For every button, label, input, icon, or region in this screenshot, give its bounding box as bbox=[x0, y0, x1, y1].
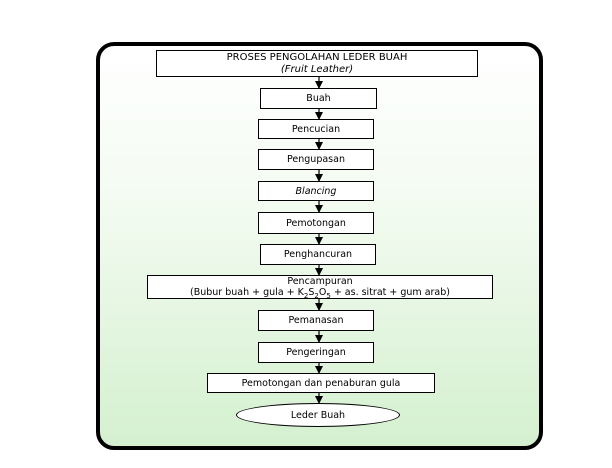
step-pengeringan: Pengeringan bbox=[258, 342, 374, 363]
step-pencucian-label: Pencucian bbox=[291, 123, 341, 135]
title-subtitle: (Fruit Leather) bbox=[280, 63, 354, 75]
step-pencucian: Pencucian bbox=[258, 119, 374, 139]
step-leder-buah: Leder Buah bbox=[236, 403, 400, 427]
step-pemanasan-label: Pemanasan bbox=[288, 315, 344, 326]
step-buah: Buah bbox=[260, 88, 377, 109]
step-pengupasan: Pengupasan bbox=[258, 149, 374, 170]
step-pengeringan-label: Pengeringan bbox=[286, 347, 346, 358]
diagram-title: PROSES PENGOLAHAN LEDER BUAH (Fruit Leat… bbox=[156, 50, 478, 77]
step-leder-buah-label: Leder Buah bbox=[290, 409, 346, 421]
step-penghancuran: Penghancuran bbox=[260, 244, 376, 265]
step-pemotongan: Pemotongan bbox=[258, 212, 374, 234]
step-pencampuran: Pencampuran (Bubur buah + gula + K2S2O5 … bbox=[147, 275, 493, 299]
title-main: PROSES PENGOLAHAN LEDER BUAH bbox=[226, 51, 408, 63]
step-blancing-label: Blancing bbox=[295, 185, 337, 197]
step-pemotongan-penaburan-label: Pemotongan dan penaburan gula bbox=[241, 377, 401, 389]
step-blancing: Blancing bbox=[258, 181, 374, 201]
step-pemanasan: Pemanasan bbox=[258, 310, 374, 331]
step-pencampuran-detail: (Bubur buah + gula + K2S2O5 + as. sitrat… bbox=[190, 287, 450, 300]
step-pengupasan-label: Pengupasan bbox=[287, 154, 345, 165]
step-penghancuran-label: Penghancuran bbox=[283, 249, 353, 260]
step-pencampuran-label: Pencampuran bbox=[287, 276, 353, 287]
step-buah-label: Buah bbox=[306, 93, 331, 104]
step-pemotongan-penaburan: Pemotongan dan penaburan gula bbox=[207, 373, 435, 393]
step-pemotongan-label: Pemotongan bbox=[286, 217, 346, 229]
